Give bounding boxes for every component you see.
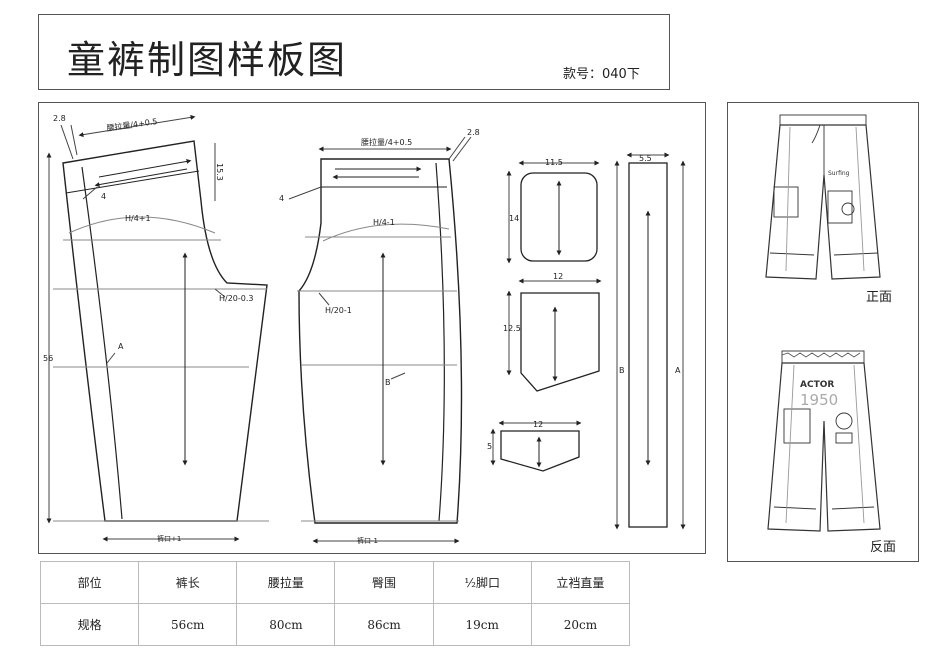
back-view-sketch: ACTOR 1950 [767, 350, 881, 532]
front-hem-label: 裤口+1 [157, 534, 181, 543]
front-panel [46, 114, 269, 542]
pocket-piece-2 [506, 278, 602, 392]
side-strip-piece [614, 152, 686, 530]
pocket2-height: 12.5 [503, 324, 521, 333]
spec-value-cell: 56cm [138, 603, 238, 646]
pocket1-width: 11.5 [545, 158, 563, 167]
spec-value-cell: 80cm [236, 603, 336, 646]
spec-value-cell: 19cm [432, 603, 532, 646]
spec-value-cell: 86cm [334, 603, 434, 646]
front-print-text: Surfing [828, 170, 850, 177]
flap-height: 5 [487, 442, 492, 451]
back-print-text-2: 1950 [800, 391, 838, 409]
spec-value-row: 规格 56cm 80cm 86cm 19cm 20cm [39, 603, 631, 646]
spec-header-cell: 裤长 [138, 561, 238, 604]
pocket1-height: 14 [509, 214, 519, 223]
garment-sketch-panel: Surfing 正面 ACTOR 1950 反面 [727, 102, 919, 562]
back-print-text-1: ACTOR [800, 380, 834, 390]
back-crotch-label: H/20-1 [325, 306, 352, 315]
flap-piece [490, 420, 582, 472]
title-box: 童裤制图样板图 款号：040下 [38, 14, 670, 90]
spec-header-cell: 臀围 [334, 561, 434, 604]
spec-table: 部位 裤长 腰拉量 臀围 ½脚口 立裆直量 规格 56cm 80cm 86cm … [39, 561, 631, 646]
page-title: 童裤制图样板图 [67, 38, 348, 82]
front-dim-length: 56 [43, 354, 53, 363]
style-number: 款号：040下 [563, 67, 640, 82]
strip-width: 5.5 [639, 154, 652, 163]
garment-sketches: Surfing 正面 ACTOR 1950 反面 [765, 114, 896, 555]
back-dim-top: 2.8 [467, 128, 480, 137]
front-crotch-label: H/20-0.3 [219, 294, 254, 303]
pattern-drawing: 腰拉量/4+0.5 H/4+1 H/20-0.3 裤口+1 2.8 15.3 4… [43, 114, 686, 545]
back-hip-label: H/4-1 [373, 218, 395, 227]
front-seam-label: A [118, 342, 124, 351]
back-dim-waistband: 4 [279, 194, 284, 203]
spec-header-cell: 立裆直量 [530, 561, 631, 604]
back-panel [288, 136, 472, 544]
front-view-label: 正面 [866, 290, 892, 305]
front-hip-label: H/4+1 [125, 214, 151, 223]
strip-label-b: B [619, 366, 625, 375]
spec-header-row: 部位 裤长 腰拉量 臀围 ½脚口 立裆直量 [39, 561, 631, 604]
spec-value-cell: 规格 [39, 603, 140, 646]
pocket2-width: 12 [553, 272, 563, 281]
front-waist-label: 腰拉量/4+0.5 [106, 116, 158, 133]
back-seam-label: B [385, 378, 391, 387]
pattern-drawing-panel: 腰拉量/4+0.5 H/4+1 H/20-0.3 裤口+1 2.8 15.3 4… [38, 102, 706, 554]
back-waist-label: 腰拉量/4+0.5 [361, 137, 412, 147]
spec-value-cell: 20cm [530, 603, 631, 646]
spec-header-cell: ½脚口 [432, 561, 532, 604]
front-dim-rise: 15.3 [215, 163, 224, 181]
spec-header-cell: 腰拉量 [236, 561, 336, 604]
flap-width: 12 [533, 420, 543, 429]
spec-header-cell: 部位 [39, 561, 140, 604]
front-dim-top: 2.8 [53, 114, 66, 123]
back-view-label: 反面 [870, 540, 896, 555]
back-hem-label: 裤口-1 [357, 536, 378, 545]
front-view-sketch: Surfing [765, 114, 881, 280]
front-dim-waistband: 4 [101, 192, 106, 201]
pocket-piece-1 [506, 160, 600, 264]
strip-label-a: A [675, 366, 681, 375]
